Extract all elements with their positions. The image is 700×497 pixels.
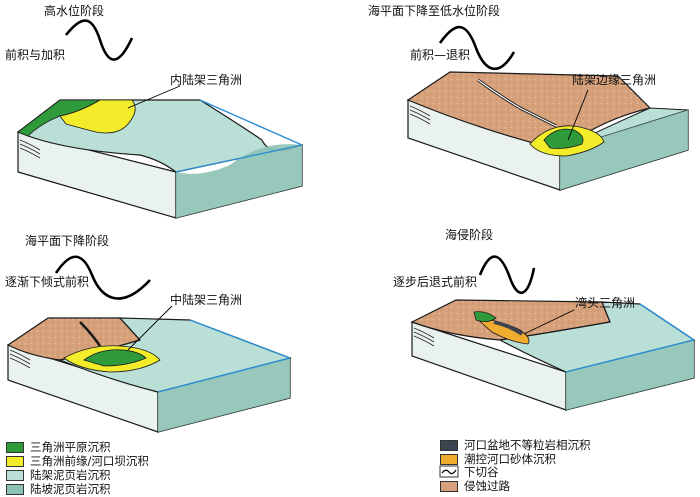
legend-swatch — [440, 480, 458, 492]
legend-label: 侵蚀过路 — [464, 478, 510, 493]
slope-surface — [566, 340, 694, 410]
process-label-lowstand: 前积—退积 — [410, 48, 471, 62]
sea-level-curve — [478, 255, 536, 295]
legend-label: 三角洲前缘/河口坝沉积 — [30, 453, 149, 468]
slope-surface — [176, 144, 302, 218]
legend-label: 河口盆地不等粒岩相沉积 — [464, 437, 591, 452]
legend-swatch — [440, 467, 458, 478]
panel-highstand — [16, 19, 303, 219]
legend-swatch — [440, 439, 458, 451]
legend-item: 三角洲平原沉积 — [6, 440, 111, 454]
callout-leader — [567, 89, 589, 141]
legend-item: 陆坡泥页岩沉积 — [6, 482, 111, 496]
stage-title-highstand: 高水位阶段 — [44, 4, 105, 18]
sea-level-curve — [438, 25, 516, 71]
delta-callout-highstand: 内陆架三角洲 — [170, 73, 243, 87]
legend-swatch — [6, 483, 24, 495]
water-edge — [157, 319, 291, 393]
legend-item: 河口盆地不等粒岩相沉积 — [440, 438, 591, 452]
estuary-basin — [493, 320, 523, 336]
legend-label: 陆坡泥页岩沉积 — [30, 481, 111, 496]
legend-item: 三角洲前缘/河口坝沉积 — [6, 454, 149, 468]
stage-title-lowstand: 海平面下降至低水位阶段 — [368, 4, 501, 18]
slope-surface — [560, 110, 688, 190]
sea-level-curve — [54, 255, 151, 300]
delta-callout-falling: 中陆架三角洲 — [170, 293, 243, 307]
process-label-highstand: 前积与加积 — [5, 48, 66, 62]
water-edge — [565, 303, 695, 373]
panel-transgressive — [410, 255, 696, 411]
callout-leader — [523, 309, 575, 335]
panel-lowstand — [406, 25, 689, 191]
legend-label: 潮控河口砂体沉积 — [464, 451, 556, 466]
incised-valley-icon — [439, 465, 459, 478]
legend-item: 潮控河口砂体沉积 — [440, 452, 556, 466]
legend-item: 下切谷 — [440, 465, 499, 479]
delta-plain — [543, 128, 584, 149]
incised-valley-inner — [477, 79, 557, 127]
legend-label: 三角洲平原沉积 — [30, 439, 111, 454]
legend-swatch — [6, 469, 24, 481]
sea-level-curve — [64, 19, 134, 61]
stage-title-transgressive: 海侵阶段 — [445, 228, 494, 242]
delta-front — [59, 99, 136, 134]
delta-callout-transgressive: 湾头三角洲 — [575, 296, 636, 310]
incised-valley — [79, 321, 102, 347]
legend-item: 陆架泥页岩沉积 — [6, 468, 111, 482]
slope-surface — [158, 358, 290, 432]
legend-item: 侵蚀过路 — [440, 479, 510, 493]
legend-label: 陆架泥页岩沉积 — [30, 467, 111, 482]
callout-leader — [127, 305, 173, 351]
legend-label: 下切谷 — [464, 464, 499, 479]
callout-leader — [127, 85, 181, 109]
process-label-falling: 逐渐下倾式前积 — [5, 275, 90, 289]
legend-swatch — [440, 453, 458, 465]
delta-callout-lowstand: 陆架边缘三角洲 — [572, 73, 657, 87]
delta-plain — [83, 349, 147, 367]
panel-falling — [6, 255, 292, 433]
water-edge — [175, 99, 303, 173]
legend-swatch — [6, 455, 24, 467]
stage-title-falling: 海平面下降阶段 — [25, 234, 110, 248]
delta-plain — [473, 311, 497, 322]
legend-swatch — [6, 441, 24, 453]
process-label-transgressive: 逐步后退式前积 — [393, 275, 478, 289]
